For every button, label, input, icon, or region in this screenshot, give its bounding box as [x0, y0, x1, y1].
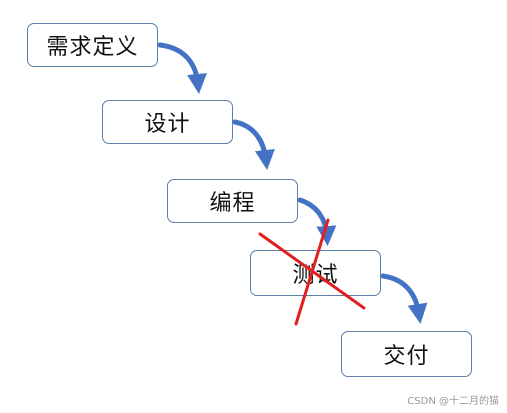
step-delivery-label: 交付	[383, 344, 430, 369]
arrow-3	[297, 197, 337, 246]
step-requirements-box: 需求定义	[27, 23, 158, 67]
arrow-2	[232, 119, 275, 170]
step-coding-box: 编程	[167, 179, 298, 223]
step-design-label: 设计	[144, 112, 191, 137]
step-design-box: 设计	[102, 100, 233, 144]
step-testing-label: 测试	[292, 263, 339, 288]
step-delivery-box: 交付	[341, 331, 472, 377]
step-coding-label: 编程	[209, 191, 256, 216]
step-requirements-label: 需求定义	[46, 35, 139, 60]
arrow-4	[380, 273, 428, 324]
watermark: CSDN @十二月的猫	[407, 396, 499, 407]
arrow-1	[157, 42, 207, 94]
step-testing-box: 测试	[250, 250, 381, 296]
